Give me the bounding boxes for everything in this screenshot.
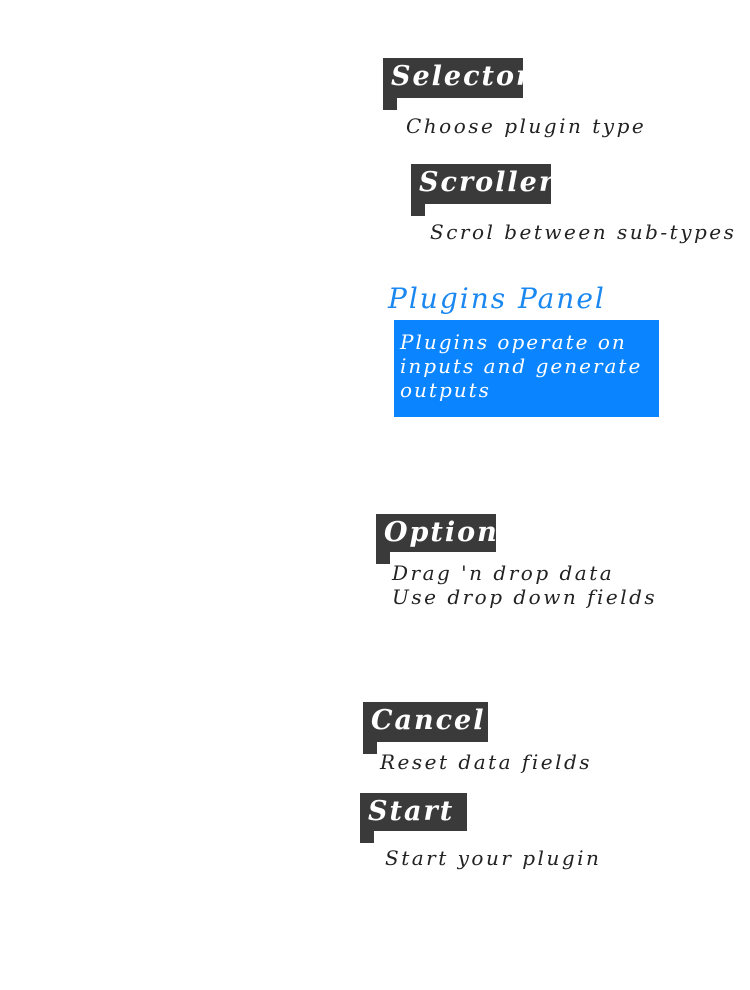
cancel-note: Reset data fields (380, 750, 593, 774)
start-tag: Start (360, 793, 467, 843)
start-tag-label: Start (368, 796, 455, 827)
scroller-note: Scrol between sub-types (430, 220, 737, 244)
plugins-panel-title: Plugins Panel (388, 282, 606, 315)
options-tag: Options (376, 514, 514, 564)
cancel-tag-label: Cancel (371, 705, 486, 736)
plugins-panel-description-box: Plugins operate on inputs and generate o… (394, 320, 659, 417)
plugins-panel-description-line: inputs and generate (400, 354, 643, 378)
scroller-tag: Scroller (411, 164, 553, 216)
scroller-tag-label: Scroller (419, 167, 556, 198)
options-tag-label: Options (384, 517, 516, 548)
start-note: Start your plugin (385, 846, 602, 870)
selector-tag-label: Selector (391, 61, 533, 92)
plugins-panel-description-line: outputs (400, 378, 491, 402)
selector-note: Choose plugin type (406, 114, 647, 138)
options-note-dropdown: Use drop down fields (392, 585, 658, 609)
cancel-tag: Cancel (363, 702, 488, 754)
plugins-panel-description-line: Plugins operate on (400, 330, 627, 354)
selector-tag: Selector (383, 58, 530, 110)
options-note-drag: Drag 'n drop data (392, 561, 615, 585)
